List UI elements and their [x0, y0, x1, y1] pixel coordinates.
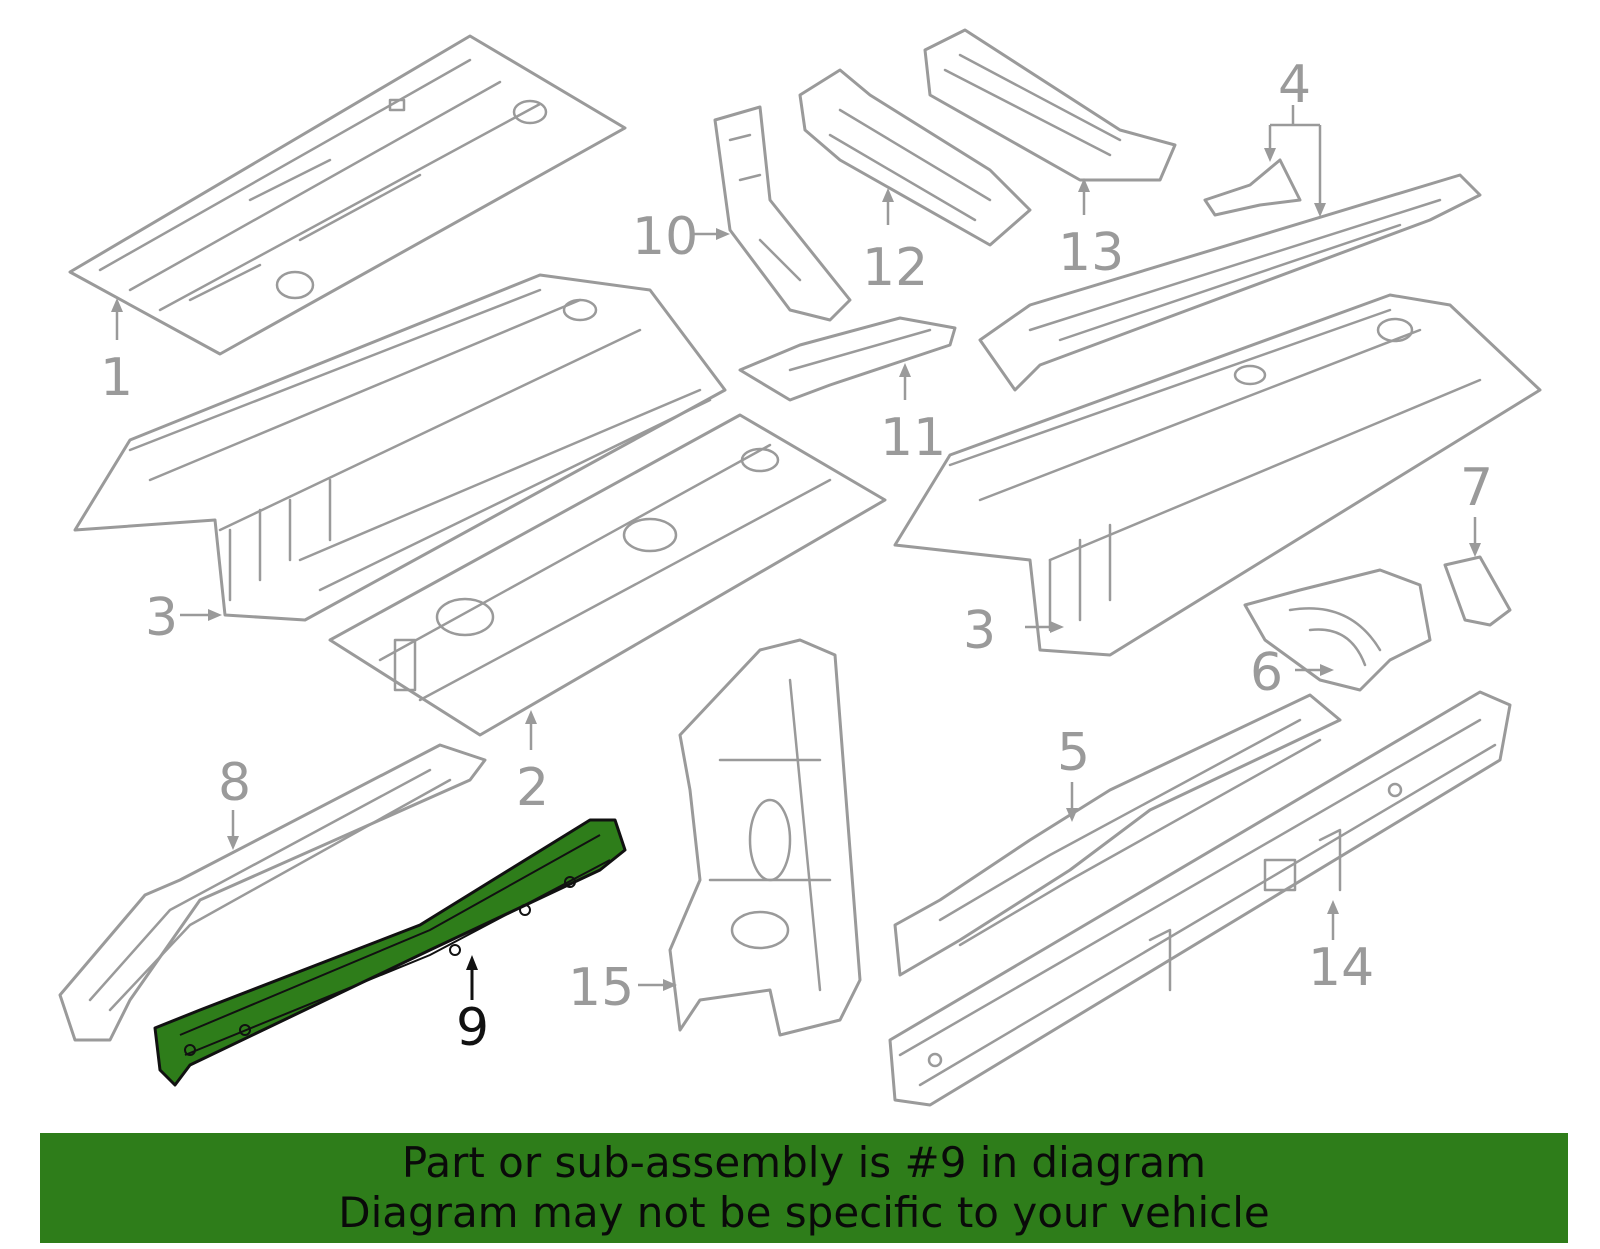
callout-4[interactable]: 4: [1278, 55, 1311, 115]
callout-11[interactable]: 11: [880, 408, 946, 468]
part-1-floor-panel[interactable]: [68, 34, 627, 356]
part-7-bracket[interactable]: [1443, 555, 1512, 627]
callout-arrows: [111, 105, 1481, 991]
part-6-wheelhouse[interactable]: [1243, 568, 1432, 692]
part-8-rail[interactable]: [58, 743, 487, 1042]
callout-3-left[interactable]: 3: [145, 588, 178, 648]
callout-15[interactable]: 15: [568, 958, 634, 1018]
part-14-rocker[interactable]: [888, 690, 1512, 1107]
callout-6[interactable]: 6: [1250, 643, 1283, 703]
info-banner: Part or sub-assembly is #9 in diagram Di…: [40, 1133, 1568, 1243]
callout-2[interactable]: 2: [516, 758, 549, 818]
part-11-bracket[interactable]: [738, 316, 957, 402]
part-13-crossmember[interactable]: [923, 28, 1177, 182]
callout-3-right[interactable]: 3: [963, 601, 996, 661]
part-5-rail[interactable]: [893, 693, 1342, 977]
banner-line-1: Part or sub-assembly is #9 in diagram: [401, 1138, 1207, 1187]
callout-13[interactable]: 13: [1058, 223, 1124, 283]
callout-9[interactable]: 9: [456, 998, 489, 1058]
part-3-floor-assembly-right[interactable]: [893, 293, 1542, 657]
callout-5[interactable]: 5: [1057, 723, 1090, 783]
callout-10[interactable]: 10: [632, 207, 698, 267]
part-3-floor-assembly-left[interactable]: [73, 273, 727, 622]
callout-14[interactable]: 14: [1308, 938, 1374, 998]
callout-1[interactable]: 1: [100, 348, 133, 408]
banner-line-2: Diagram may not be specific to your vehi…: [338, 1188, 1270, 1237]
callout-arrow-9: [466, 955, 478, 1000]
callout-8[interactable]: 8: [218, 753, 251, 813]
part-12-crossmember[interactable]: [798, 68, 1032, 247]
part-2-floor-pan[interactable]: [328, 413, 887, 737]
part-10-bracket[interactable]: [713, 105, 852, 322]
part-9-rail-highlighted[interactable]: [153, 818, 627, 1087]
part-15-pillar[interactable]: [668, 638, 862, 1037]
part-4-rail[interactable]: [978, 158, 1482, 392]
callout-12[interactable]: 12: [862, 238, 928, 298]
callout-7[interactable]: 7: [1460, 458, 1493, 518]
